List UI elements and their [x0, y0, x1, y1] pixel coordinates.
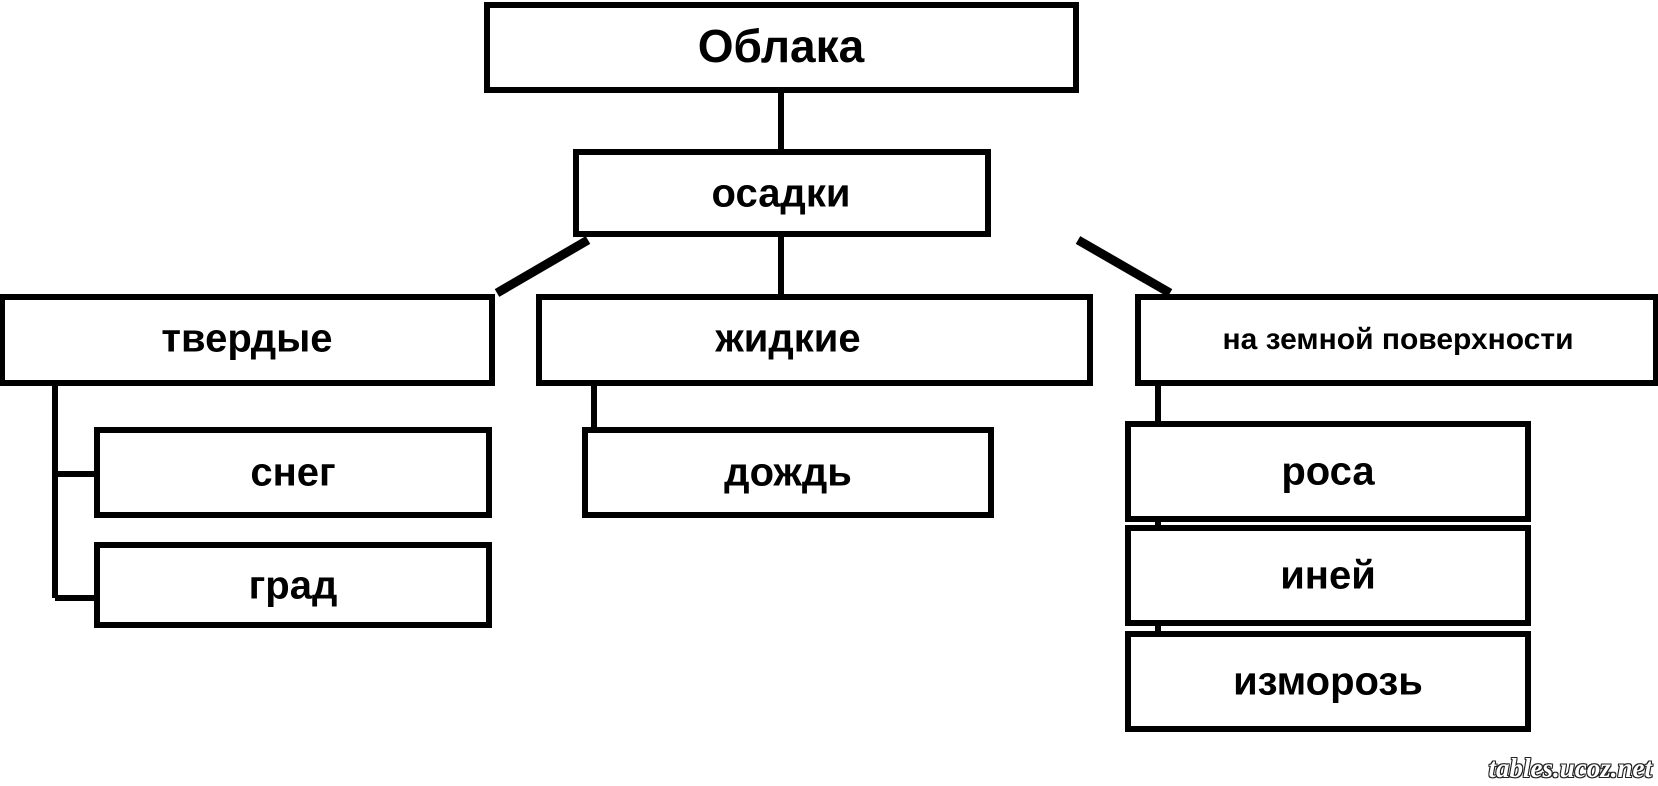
- node-rosa-box: [1125, 421, 1531, 522]
- connector-osadki-to-tverdye: [494, 236, 591, 297]
- node-dozhd-label: дождь: [724, 451, 852, 495]
- node-poverhnost-label: на земной поверхности: [1222, 323, 1573, 356]
- node-zhidkie-box: [536, 294, 1093, 386]
- node-oblaka-label: Облака: [698, 20, 865, 72]
- node-poverhnost[interactable]: на земной поверхности: [1135, 294, 1658, 386]
- node-izmoroz[interactable]: изморозь: [1125, 631, 1531, 732]
- node-osadki-box: [573, 149, 991, 237]
- node-inei[interactable]: иней: [1125, 525, 1531, 626]
- node-rosa-label: роса: [1281, 450, 1375, 494]
- node-dozhd-box: [582, 427, 994, 518]
- node-tverdye-label: твердые: [161, 317, 332, 361]
- node-sneg-box: [94, 427, 492, 518]
- node-oblaka-box: [484, 2, 1079, 93]
- connector-osadki-to-poverhnost: [1075, 236, 1173, 297]
- node-sneg-label: снег: [250, 451, 335, 495]
- node-osadki[interactable]: осадки: [573, 149, 991, 237]
- node-osadki-label: осадки: [712, 172, 851, 216]
- watermark: tables.ucoz.net: [1488, 753, 1652, 783]
- node-izmoroz-box: [1125, 631, 1531, 732]
- node-rosa[interactable]: роса: [1125, 421, 1531, 522]
- node-tverdye-box: [0, 294, 495, 386]
- node-grad-label: град: [249, 564, 338, 608]
- node-zhidkie-label: жидкие: [714, 317, 860, 361]
- node-sneg[interactable]: снег: [94, 427, 492, 518]
- node-inei-label: иней: [1280, 554, 1376, 598]
- node-oblaka[interactable]: Облака: [484, 2, 1079, 93]
- node-izmoroz-label: изморозь: [1233, 660, 1423, 704]
- node-zhidkie[interactable]: жидкие: [536, 294, 1093, 386]
- node-grad-box: [94, 542, 492, 628]
- node-inei-box: [1125, 525, 1531, 626]
- node-tverdye[interactable]: твердые: [0, 294, 495, 386]
- node-dozhd[interactable]: дождь: [582, 427, 994, 518]
- node-poverhnost-box: [1135, 294, 1658, 386]
- node-grad[interactable]: град: [94, 542, 492, 628]
